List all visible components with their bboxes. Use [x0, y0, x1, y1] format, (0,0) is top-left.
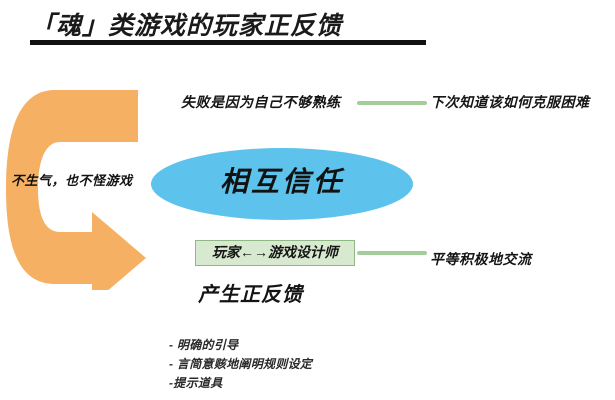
trust-label: 相互信任 — [219, 166, 344, 197]
row1-right-label: 下次知道该如何克服困难 — [430, 94, 590, 110]
row1-connector-line — [357, 101, 427, 105]
loop-arrow-svg — [6, 90, 146, 304]
trust-ellipse-shape — [151, 148, 413, 220]
row2-connector-line — [357, 251, 427, 255]
row1-left-label: 失败是因为自己不够熟练 — [181, 94, 341, 110]
row2-left-label: 玩家←→游戏设计师 — [212, 244, 338, 260]
outcome-label: 产生正反馈 — [198, 284, 303, 306]
loop-arrow-icon — [0, 88, 160, 304]
page-title: 「魂」类游戏的玩家正反馈 — [30, 12, 343, 40]
relation-box-shape — [195, 240, 355, 266]
list-item: - 言简意赅地阐明规则设定 — [169, 357, 313, 371]
list-item: - 明确的引导 — [169, 338, 239, 352]
bullet-list: - 明确的引导 - 言简意赅地阐明规则设定 -提示道具 — [169, 336, 429, 393]
arrow-caption-label: 不生气，也不怪游戏 — [11, 173, 133, 188]
list-item: -提示道具 — [169, 376, 223, 390]
title-underline-rule — [30, 40, 426, 45]
loop-arrow-path — [6, 90, 146, 304]
row2-right-label: 平等积极地交流 — [430, 251, 532, 267]
